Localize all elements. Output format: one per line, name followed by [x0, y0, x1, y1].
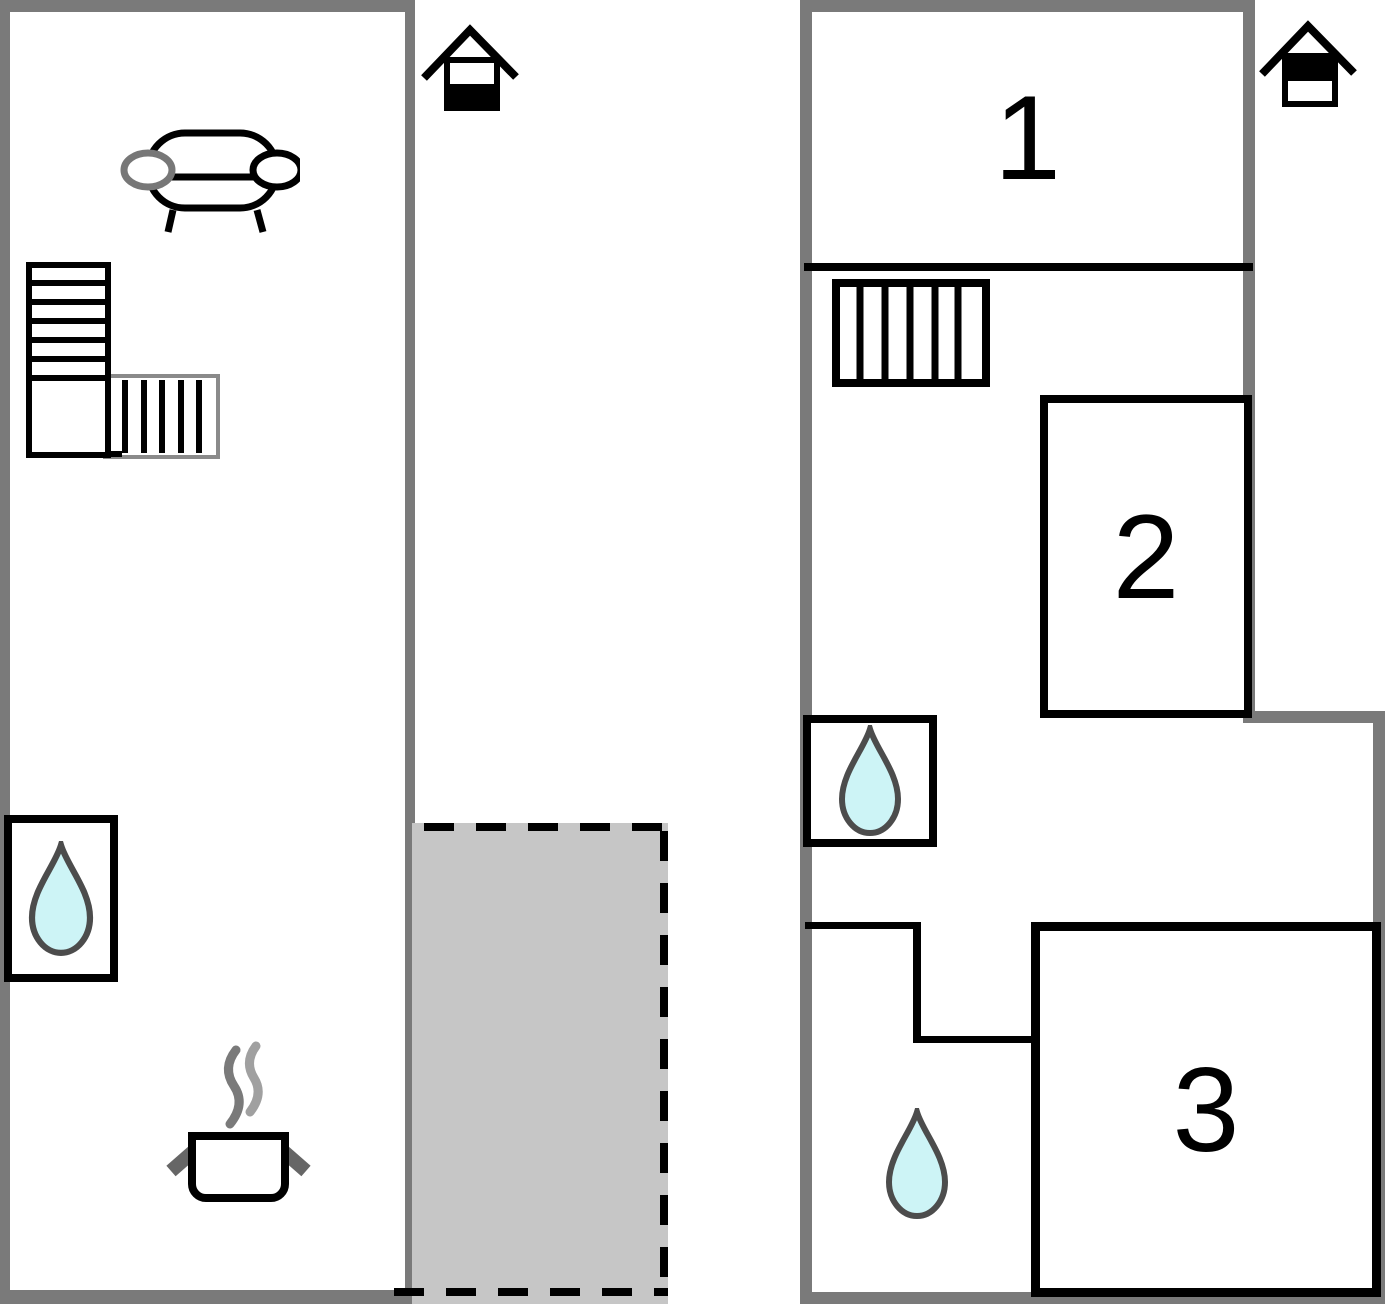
upper-water-drop-box [803, 715, 937, 847]
terrace-dashed-border-bottom [394, 1288, 668, 1296]
room1-number: 1 [994, 70, 1061, 205]
terrace-dashed-border-top [424, 823, 668, 831]
steam-wave-2 [245, 1041, 263, 1117]
room2-number: 2 [1112, 489, 1180, 624]
bath-partition-wall-v [913, 922, 921, 1043]
upper-level-house-icon [1259, 20, 1357, 107]
room1-label: 1 [812, 12, 1243, 263]
terrace-area [412, 823, 668, 1304]
upper-staircase-icon [832, 279, 990, 387]
free-water-drop-icon [885, 1108, 949, 1219]
ground-wall-top [0, 0, 415, 12]
room3-number: 3 [1172, 1042, 1240, 1177]
staircase-icon [26, 262, 220, 459]
cooking-pot-icon [166, 1041, 311, 1202]
water-drop-icon [838, 725, 902, 836]
terrace-dashed-border-right [660, 831, 668, 1296]
upper-wall-step [1243, 711, 1385, 723]
steam-wave-1 [224, 1045, 244, 1129]
ground-level-house-icon [421, 24, 519, 111]
ground-wall-right [405, 0, 415, 1304]
room2-box: 2 [1040, 395, 1252, 718]
ground-water-drop-box [4, 815, 118, 982]
bath-partition-wall-h2 [913, 1036, 1036, 1043]
upper-wall-top [800, 0, 1255, 12]
room3-box: 3 [1031, 922, 1381, 1297]
bath-partition-wall-h1 [805, 922, 920, 929]
room1-partition-wall [804, 263, 1253, 271]
ground-wall-left [0, 0, 10, 1304]
upper-wall-left [800, 0, 812, 1304]
water-drop-icon [28, 840, 94, 956]
ground-wall-bottom [0, 1290, 415, 1304]
sofa-icon [120, 129, 300, 233]
